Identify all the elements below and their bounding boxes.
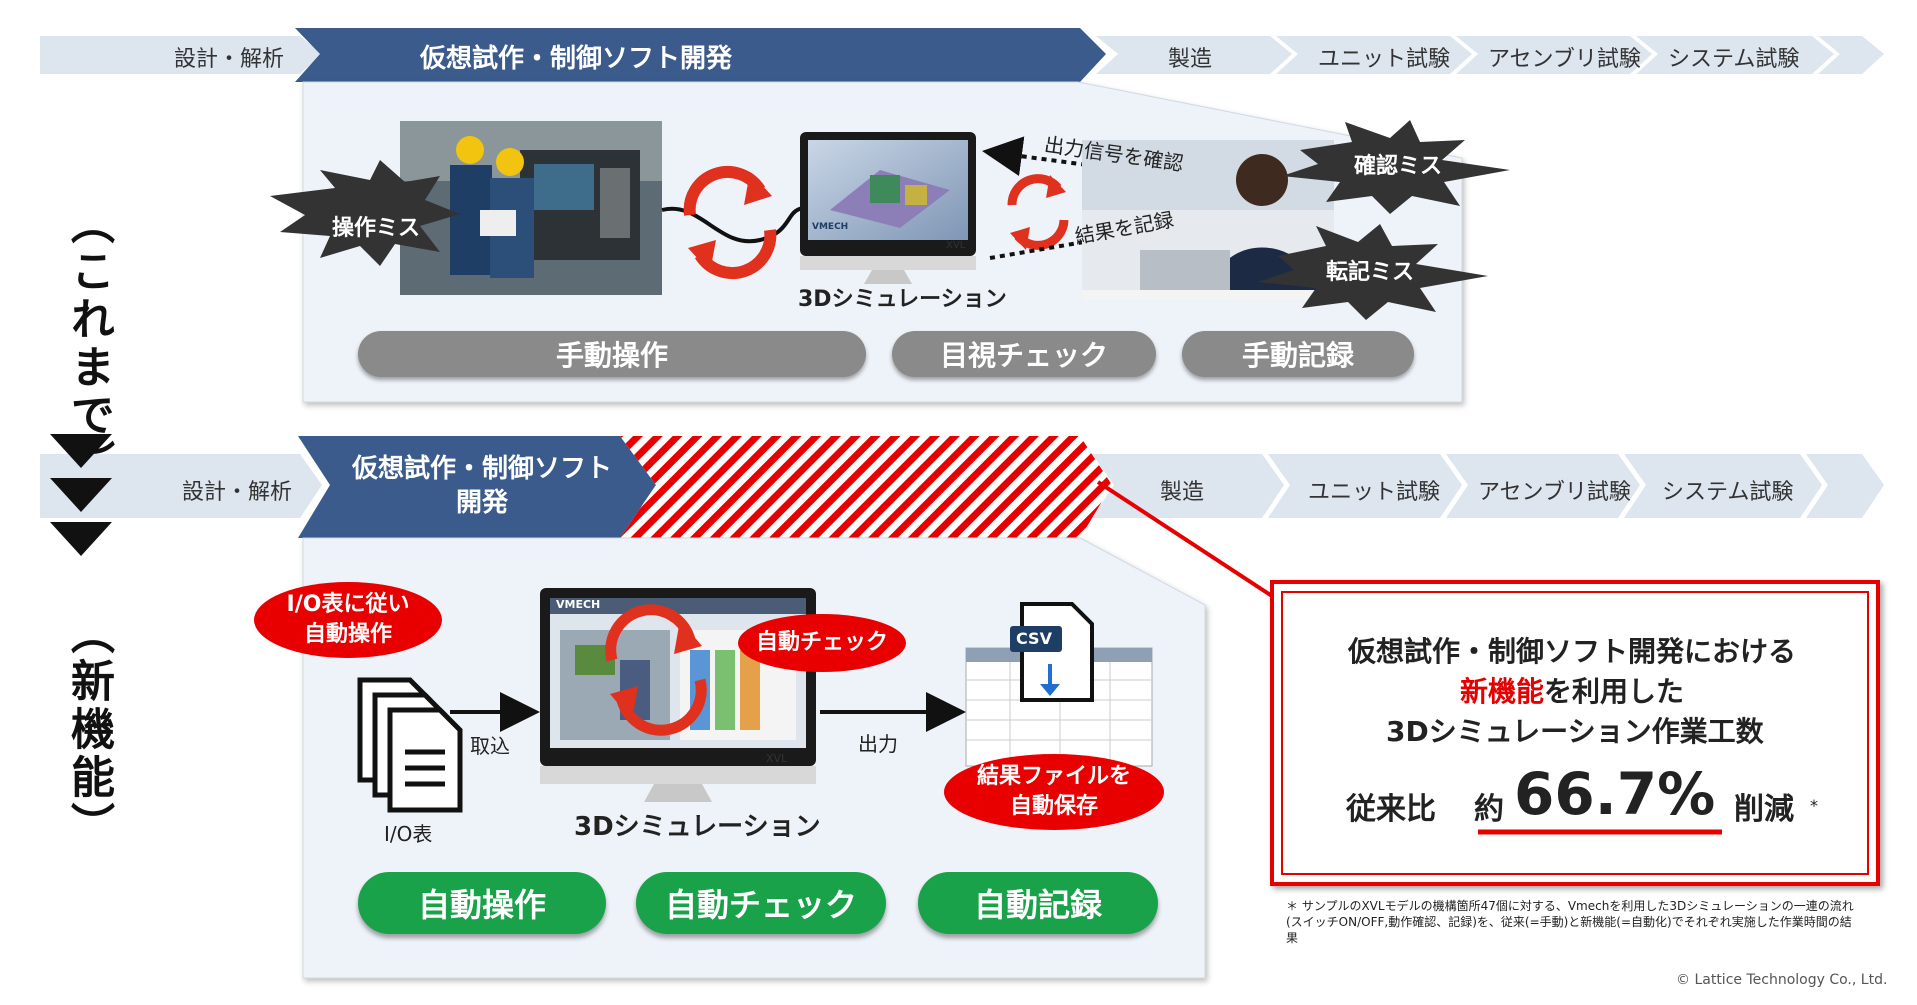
bottom-monitor-brand: XVL xyxy=(766,752,788,765)
bottom-sim-label: 3Dシミュレーション xyxy=(574,812,821,842)
result-ratio-value: 66.7% xyxy=(1514,760,1716,828)
top-stage-2-shape xyxy=(295,28,1106,82)
auto-operation-bubble: I/O表に従い 自動操作 xyxy=(254,582,442,658)
confirm-error-burst xyxy=(1282,120,1510,214)
result-ratio-suffix: 削減 xyxy=(1734,792,1794,827)
result-line-3: 3Dシミュレーション作業工数 xyxy=(1386,715,1764,748)
bottom-stage-5: アセンブリ試験 xyxy=(1478,480,1631,505)
pill-manual-record: 手動記録 xyxy=(1182,331,1414,377)
top-stage-1: 設計・解析 xyxy=(174,47,285,72)
side-label-new: （新機能） xyxy=(63,610,114,850)
result-asterisk: * xyxy=(1810,796,1818,815)
down-arrows xyxy=(50,434,112,556)
result-save-bubble: 結果ファイルを 自動保存 xyxy=(944,754,1164,830)
csv-file-icon xyxy=(1010,602,1094,702)
bottom-stage-2-shape xyxy=(298,436,656,538)
result-line-2: 新機能を利用した xyxy=(1460,670,1684,710)
cycle-arrows-3 xyxy=(605,604,707,736)
result-ratio-approx: 約 xyxy=(1474,792,1504,827)
import-label: 取込 xyxy=(470,734,510,758)
top-flow-chevrons xyxy=(40,28,1884,82)
bottom-stage-1-shape xyxy=(138,454,322,518)
bottom-stage-6-shape xyxy=(1624,454,1822,518)
operation-error-label: 操作ミス xyxy=(332,216,421,241)
top-monitor xyxy=(800,132,976,284)
bottom-stage-4-shape xyxy=(1268,454,1462,518)
top-screen-logo: VMECH xyxy=(812,222,849,232)
footnote: ＊ サンプルのXVLモデルの機構箇所47個に対する、Vmechを利用した3Dシミ… xyxy=(1286,899,1854,945)
bottom-stage-3-shape xyxy=(1092,454,1284,518)
cycle-arrows-2 xyxy=(1007,174,1069,250)
io-table-label: I/O表 xyxy=(384,822,433,846)
top-sim-label: 3Dシミュレーション xyxy=(798,287,1007,312)
pill-auto-operation: 自動操作 xyxy=(358,872,606,934)
bottom-stage-4: ユニット試験 xyxy=(1308,480,1441,505)
pill-visual-check: 目視チェック xyxy=(892,331,1156,377)
bottom-monitor xyxy=(540,588,816,802)
pill-auto-record: 自動記録 xyxy=(918,872,1158,934)
result-line-2-rest: を利用した xyxy=(1544,675,1685,708)
copyright: © Lattice Technology Co., Ltd. xyxy=(1676,972,1888,988)
bottom-stage-2: 仮想試作・制御ソフト開発 xyxy=(352,454,613,518)
top-stage-3: 製造 xyxy=(1168,47,1213,72)
top-stage-2: 仮想試作・制御ソフト開発 xyxy=(420,44,733,74)
top-stage-1-shape xyxy=(138,36,322,74)
result-line-1: 仮想試作・制御ソフト開発における xyxy=(1348,635,1797,668)
transcribe-error-label: 転記ミス xyxy=(1326,260,1415,285)
top-stage-5-shape xyxy=(1456,36,1652,74)
bottom-stage-3: 製造 xyxy=(1160,480,1205,505)
output-label: 出力 xyxy=(858,732,898,756)
pill-manual-operation: 手動操作 xyxy=(358,331,866,377)
top-stage-3-shape xyxy=(1096,36,1292,74)
bottom-flow-chevrons xyxy=(40,436,1884,538)
side-label-before: （これまで） xyxy=(63,200,114,488)
top-stage-5: アセンブリ試験 xyxy=(1488,47,1641,72)
auto-check-bubble: 自動チェック xyxy=(738,614,906,672)
transcribe-error-burst xyxy=(1258,224,1488,320)
confirm-error-label: 確認ミス xyxy=(1354,154,1443,179)
cycle-arrows-1 xyxy=(683,165,777,280)
bottom-screen-logo: VMECH xyxy=(556,598,601,611)
top-stage-6-shape xyxy=(1636,36,1834,74)
pill-auto-check: 自動チェック xyxy=(636,872,886,934)
bottom-stage-striped xyxy=(620,436,1112,538)
bottom-stage-6: システム試験 xyxy=(1662,480,1794,505)
top-stage-end xyxy=(1818,36,1884,74)
top-stage-4-shape xyxy=(1276,36,1472,74)
result-ratio-prefix: 従来比 xyxy=(1346,792,1436,827)
new-feature-highlight: 新機能 xyxy=(1460,675,1545,708)
top-stage-6: システム試験 xyxy=(1668,47,1800,72)
bottom-stage-5-shape xyxy=(1446,454,1640,518)
top-stage-4: ユニット試験 xyxy=(1318,47,1451,72)
csv-label: CSV xyxy=(1016,629,1052,648)
io-document-icon xyxy=(357,677,463,813)
bottom-stage-end xyxy=(1806,454,1884,518)
top-monitor-brand: XVL xyxy=(946,240,966,251)
office-photo xyxy=(1082,140,1334,300)
result-box-inner xyxy=(1281,591,1869,875)
bottom-stage-1: 設計・解析 xyxy=(182,480,293,505)
top-stage-start xyxy=(40,36,170,74)
operation-error-burst xyxy=(270,160,460,266)
